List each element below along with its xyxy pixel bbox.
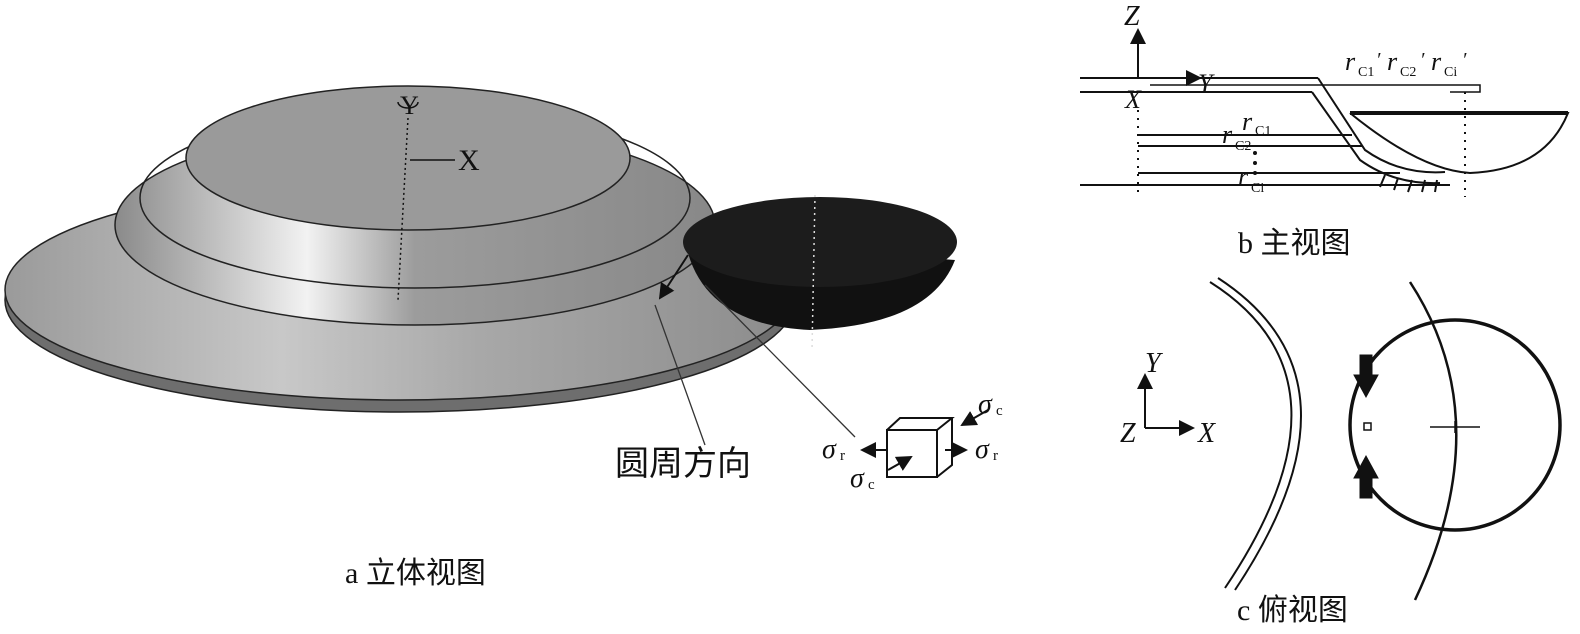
- sigma-r-left: σ: [822, 434, 837, 465]
- caption-b: b 主视图: [1238, 227, 1351, 260]
- sub-c2: C2: [1400, 65, 1416, 80]
- leader-line: [704, 284, 856, 438]
- caption-a: a 立体视图: [345, 557, 486, 590]
- axis-x-label: X: [458, 144, 480, 177]
- leader-line: [654, 304, 706, 446]
- r-label: r: [1431, 47, 1442, 76]
- r-label: r: [1238, 162, 1249, 191]
- axis-z-label: Z: [1120, 418, 1136, 449]
- prime: ′: [1376, 49, 1381, 71]
- sigma-c-bottom: σ: [850, 463, 865, 494]
- sub-c2: C2: [1235, 139, 1251, 154]
- prime: ′: [1462, 49, 1467, 71]
- sub-ci: Ci: [1251, 181, 1264, 196]
- sub-r: r: [993, 448, 998, 464]
- r-label: r: [1345, 47, 1356, 76]
- stress-element: σ r σ r σ c σ c: [822, 389, 1003, 494]
- circumferential-direction-label: 圆周方向: [615, 445, 751, 483]
- axis-z-label: Z: [1124, 1, 1140, 32]
- sub-r: r: [840, 448, 845, 464]
- axis-y-label: Y: [400, 91, 419, 120]
- r-label: r: [1222, 120, 1233, 149]
- sub-c1: C1: [1358, 65, 1374, 80]
- punch-tool: [683, 194, 957, 351]
- rotation-icon: [397, 101, 419, 109]
- sub-ci: Ci: [1444, 65, 1457, 80]
- caption-c: c 俯视图: [1237, 594, 1348, 627]
- axis-x-label: X: [1124, 85, 1142, 114]
- axis-y-label: Y: [1198, 69, 1215, 98]
- sub-c: c: [996, 403, 1003, 419]
- sheet-disc: Y X: [4, 85, 796, 413]
- direction-arrow: [658, 254, 689, 300]
- axis-x-label: X: [1197, 418, 1216, 449]
- sub-c1: C1: [1255, 124, 1271, 139]
- prime: ′: [1420, 49, 1425, 71]
- panel-c-top-view: Y Z X c 俯视图: [1120, 277, 1562, 627]
- panel-a-3d-view: Y X 圆周方向 σ r σ r σ c σ c a: [4, 85, 1003, 590]
- panel-b-front-view: Z Y X r C1 ′ r C2 ′ r Ci ′ r C1 r: [1080, 1, 1570, 260]
- r-label: r: [1242, 107, 1253, 136]
- r-label: r: [1387, 47, 1398, 76]
- sigma-r-right: σ: [975, 434, 990, 465]
- axis-y-label: Y: [1145, 348, 1164, 379]
- sub-c: c: [868, 477, 875, 493]
- sigma-c-top: σ: [978, 389, 993, 420]
